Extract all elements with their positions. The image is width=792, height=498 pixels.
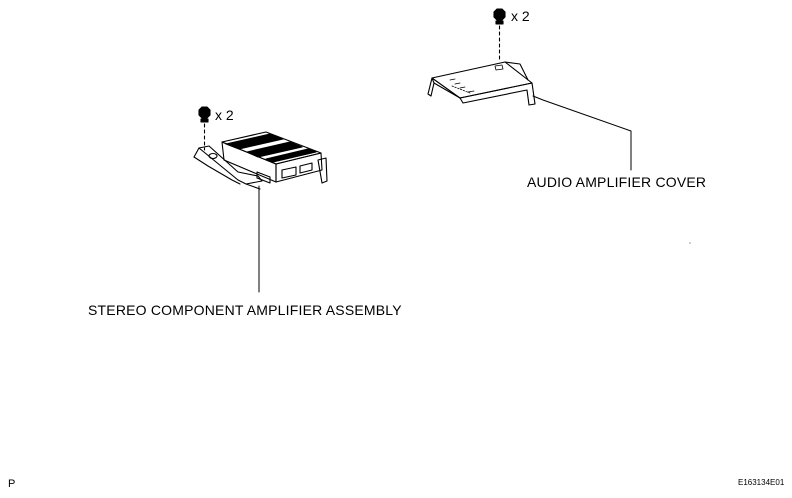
- amplifier-label: STEREO COMPONENT AMPLIFIER ASSEMBLY: [88, 302, 402, 318]
- audio-amplifier-cover-part: [427, 61, 536, 106]
- cover-leader-line: [532, 95, 632, 171]
- stray-dot: [689, 242, 691, 244]
- stereo-component-amplifier-part: [193, 131, 328, 190]
- cover-bolt-quantity: x 2: [511, 8, 530, 24]
- page-code: P: [8, 478, 16, 490]
- figure-id: E163134E01: [738, 478, 785, 487]
- amplifier-bolt-icon: [198, 106, 211, 151]
- amplifier-bolt-quantity: x 2: [215, 107, 234, 123]
- cover-label: AUDIO AMPLIFIER COVER: [527, 174, 707, 190]
- cover-bolt-icon: [493, 8, 506, 63]
